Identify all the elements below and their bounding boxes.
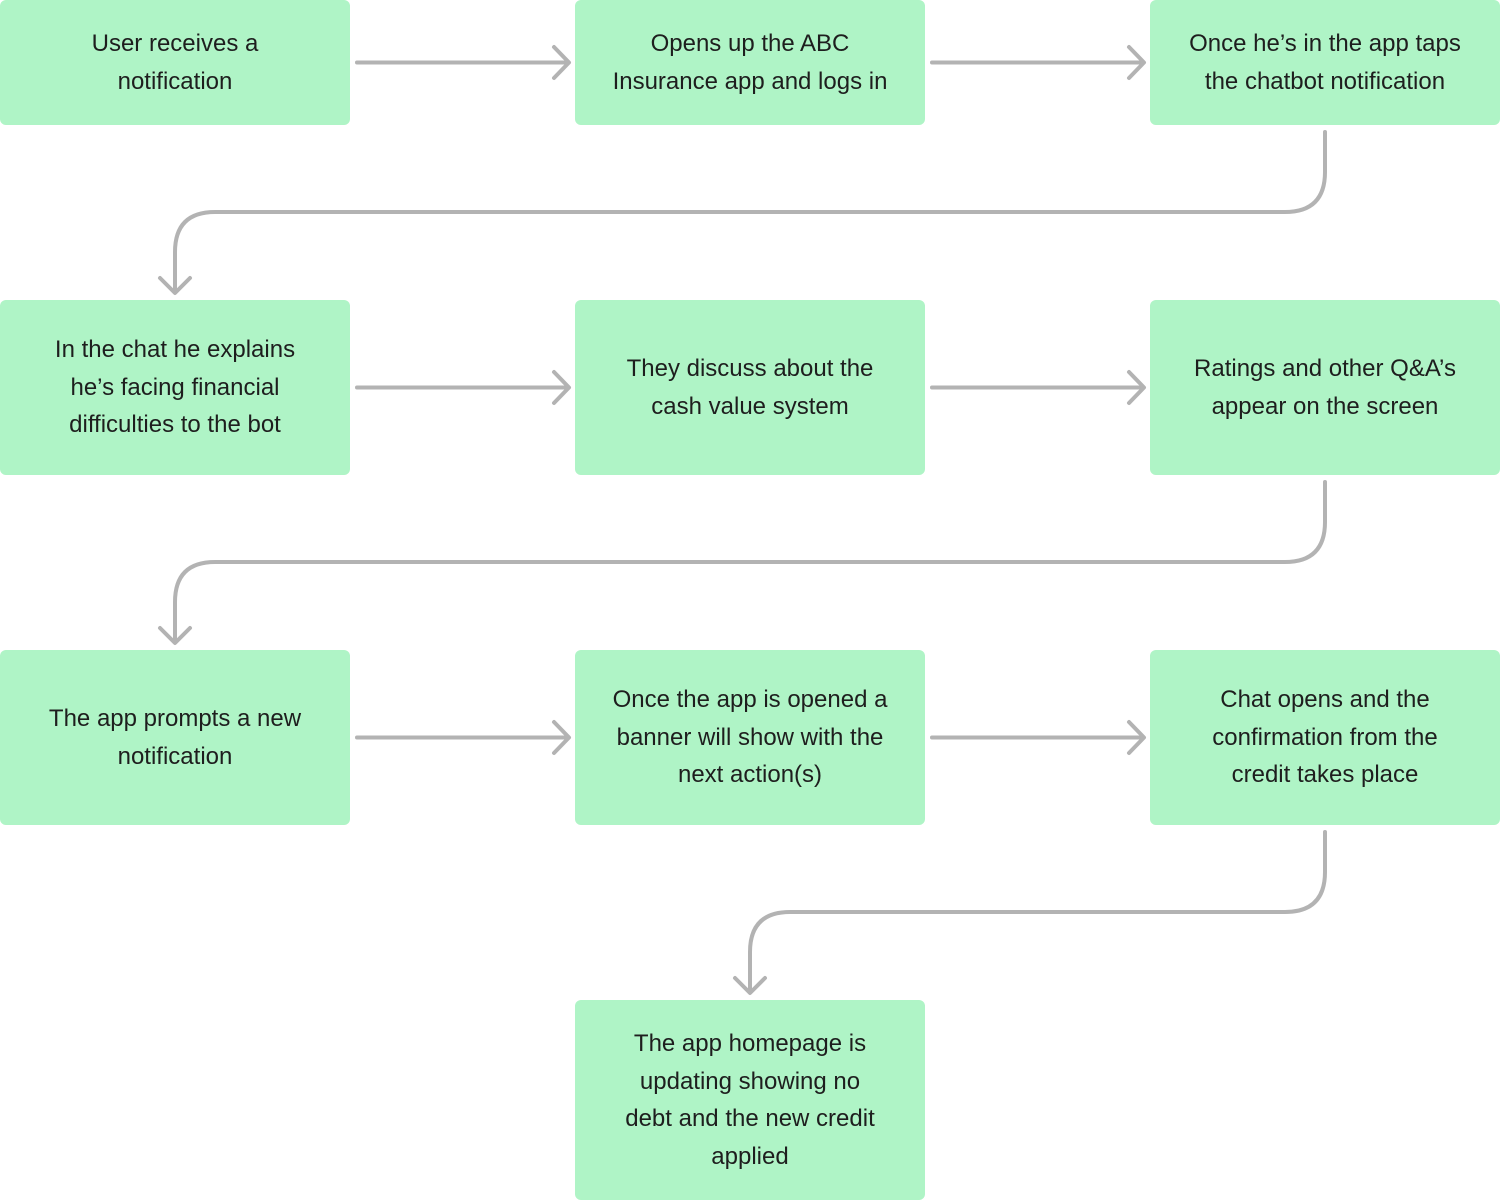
step-ratings-qa-appear: Ratings and other Q&A’s appear on the sc… (1150, 300, 1500, 475)
step-label: The app prompts a new notification (48, 705, 302, 770)
step-label: The app homepage is updating showing no … (625, 1030, 875, 1170)
step-label: Once he’s in the app taps the chatbot no… (1189, 30, 1461, 95)
arrow-n6-n7 (158, 480, 1327, 645)
arrow-n9-n10 (733, 830, 1327, 995)
arrow-n5-n6 (930, 370, 1146, 405)
step-app-prompts-notification: The app prompts a new notification (0, 650, 350, 825)
step-label: Ratings and other Q&A’s appear on the sc… (1194, 355, 1456, 420)
step-taps-chatbot-notification: Once he’s in the app taps the chatbot no… (1150, 0, 1500, 125)
arrow-n1-n2 (355, 45, 571, 80)
step-explains-financial-difficulties: In the chat he explains he’s facing fina… (0, 300, 350, 475)
arrow-n7-n8 (355, 720, 571, 755)
step-label: Chat opens and the confirmation from the… (1212, 686, 1438, 789)
step-banner-next-actions: Once the app is opened a banner will sho… (575, 650, 925, 825)
step-user-receives-notification: User receives a notification (0, 0, 350, 125)
step-discuss-cash-value: They discuss about the cash value system (575, 300, 925, 475)
arrow-n8-n9 (930, 720, 1146, 755)
step-chat-credit-confirmation: Chat opens and the confirmation from the… (1150, 650, 1500, 825)
step-homepage-updated: The app homepage is updating showing no … (575, 1000, 925, 1200)
arrow-n2-n3 (930, 45, 1146, 80)
step-label: Opens up the ABC Insurance app and logs … (612, 30, 888, 95)
arrow-n4-n5 (355, 370, 571, 405)
step-label: In the chat he explains he’s facing fina… (54, 336, 296, 439)
step-label: Once the app is opened a banner will sho… (612, 686, 888, 789)
step-opens-app-logs-in: Opens up the ABC Insurance app and logs … (575, 0, 925, 125)
step-label: They discuss about the cash value system (626, 355, 874, 420)
step-label: User receives a notification (91, 30, 259, 95)
arrow-n3-n4 (158, 130, 1327, 295)
